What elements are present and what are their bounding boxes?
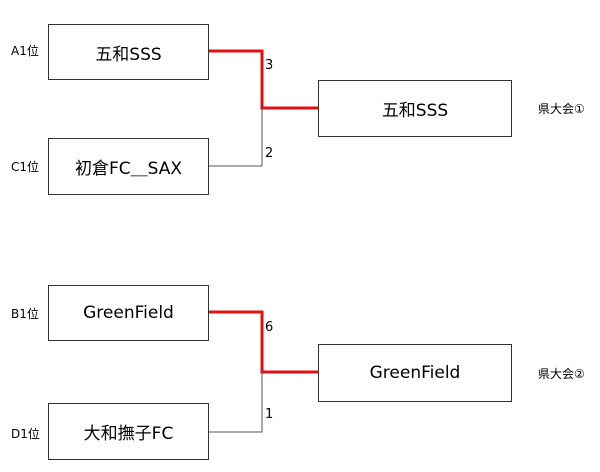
winner-name: GreenField bbox=[369, 363, 461, 383]
seed-label-d1: D1位 bbox=[11, 427, 40, 441]
bracket1-loser-path bbox=[208, 108, 263, 167]
team-box-a1: 五和SSS bbox=[48, 24, 209, 80]
team-box-c1: 初倉FC＿SAX bbox=[48, 138, 209, 195]
seed-label-c1: C1位 bbox=[11, 160, 40, 174]
qualification-label-1: 県大会① bbox=[538, 102, 585, 116]
winner-box-bracket1: 五和SSS bbox=[318, 80, 512, 137]
team-name: 五和SSS bbox=[95, 44, 162, 65]
score-d1: 1 bbox=[265, 407, 274, 422]
winner-box-bracket2: GreenField bbox=[318, 344, 512, 402]
bracket1-winner-path bbox=[208, 49, 318, 110]
bracket2-loser-path bbox=[208, 372, 263, 433]
score-b1: 6 bbox=[265, 320, 274, 335]
score-c1: 2 bbox=[265, 146, 274, 161]
seed-label-b1: B1位 bbox=[11, 307, 39, 321]
team-name: 大和撫子FC bbox=[83, 424, 174, 444]
team-name: 初倉FC＿SAX bbox=[74, 159, 183, 179]
bracket2-winner-path bbox=[208, 310, 318, 374]
winner-name: 五和SSS bbox=[381, 101, 449, 121]
team-box-b1: GreenField bbox=[48, 285, 209, 341]
team-name: GreenField bbox=[83, 303, 174, 323]
qualification-label-2: 県大会② bbox=[538, 367, 585, 381]
team-box-d1: 大和撫子FC bbox=[48, 403, 209, 460]
seed-label-a1: A1位 bbox=[11, 44, 39, 58]
score-a1: 3 bbox=[265, 58, 274, 73]
